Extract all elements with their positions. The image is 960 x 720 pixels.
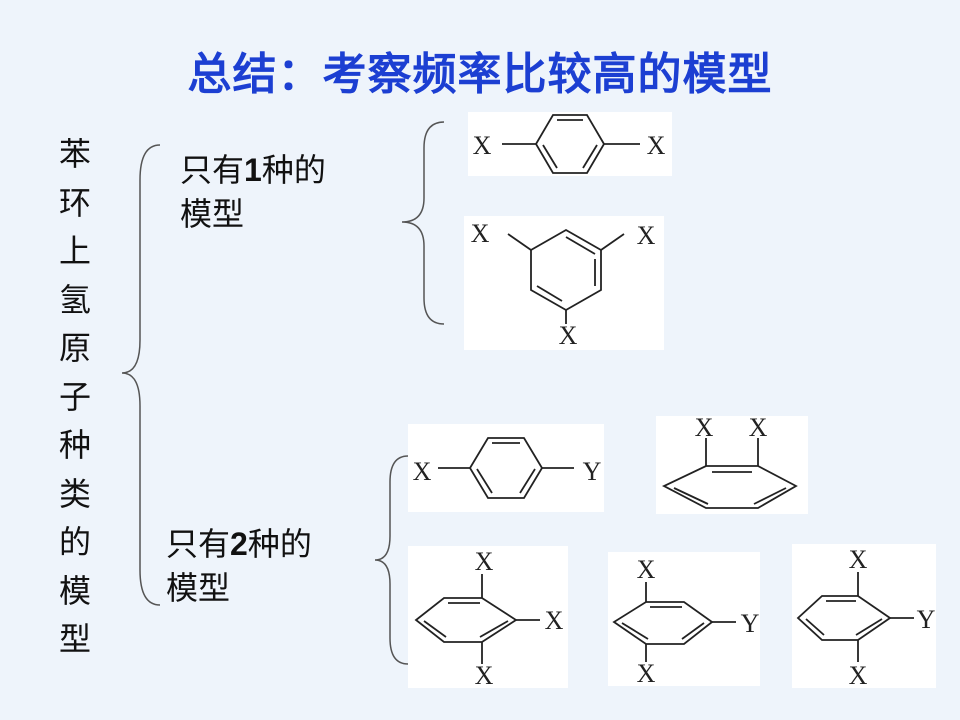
substituent-label: X xyxy=(413,457,432,486)
molecule-135-trisubstituted: X X X xyxy=(464,216,664,350)
substituent-label: X xyxy=(559,321,578,350)
side-char: 的 xyxy=(58,523,91,561)
substituent-label: X xyxy=(695,416,714,442)
substituent-label: Y xyxy=(917,605,936,634)
substituent-label: X xyxy=(637,221,656,250)
label-text: 模型 xyxy=(166,569,231,607)
side-char: 上 xyxy=(58,232,91,270)
label-text: 种的 xyxy=(247,525,312,563)
group2-label: 只有2种的 模型 xyxy=(166,522,312,610)
substituent-label: X xyxy=(849,545,868,574)
substituent-label: X xyxy=(849,661,868,688)
substituent-label: X xyxy=(749,416,768,442)
group2-brace xyxy=(374,455,409,665)
label-text: 只有 xyxy=(180,151,245,189)
substituent-label: X xyxy=(471,219,490,248)
side-char: 型 xyxy=(58,620,91,658)
substituent-label: X xyxy=(647,131,666,160)
molecule-para-xy: X Y xyxy=(408,424,604,512)
side-char: 模 xyxy=(58,571,91,610)
substituent-label: X xyxy=(475,661,494,688)
molecule-123-trisubstituted: X X X xyxy=(408,546,568,688)
label-text: 只有 xyxy=(166,525,231,563)
side-char: 种 xyxy=(58,426,91,464)
substituent-label: X xyxy=(545,606,564,635)
molecule-ortho-disubstituted: X X xyxy=(656,416,808,514)
side-char: 原 xyxy=(58,329,91,367)
substituent-label: X xyxy=(637,555,656,584)
side-char: 类 xyxy=(58,474,91,513)
side-char: 环 xyxy=(58,183,91,222)
label-number: 1 xyxy=(244,152,262,188)
substituent-label: Y xyxy=(741,609,760,638)
substituent-label: Y xyxy=(583,457,602,486)
slide-title: 总结：考察频率比较高的模型 xyxy=(187,49,773,100)
label-number: 2 xyxy=(230,526,248,562)
main-brace xyxy=(121,144,161,606)
side-char: 子 xyxy=(58,377,91,416)
substituent-label: X xyxy=(475,547,494,576)
side-vertical-label: 苯 环 上 氢 原 子 种 类 的 模 型 xyxy=(52,130,98,664)
label-text: 种的 xyxy=(261,151,326,189)
side-char: 氢 xyxy=(58,280,91,319)
group1-brace xyxy=(401,121,445,325)
side-char: 苯 xyxy=(58,135,91,173)
group1-label: 只有1种的 模型 xyxy=(180,148,326,236)
molecule-xyx-trisubstituted-alt: X Y X xyxy=(792,544,936,688)
substituent-label: X xyxy=(637,659,656,686)
substituent-label: X xyxy=(473,131,492,160)
molecule-para-disubstituted: X X xyxy=(468,112,672,176)
label-text: 模型 xyxy=(180,195,245,233)
molecule-xyx-trisubstituted: X Y X xyxy=(608,552,760,686)
